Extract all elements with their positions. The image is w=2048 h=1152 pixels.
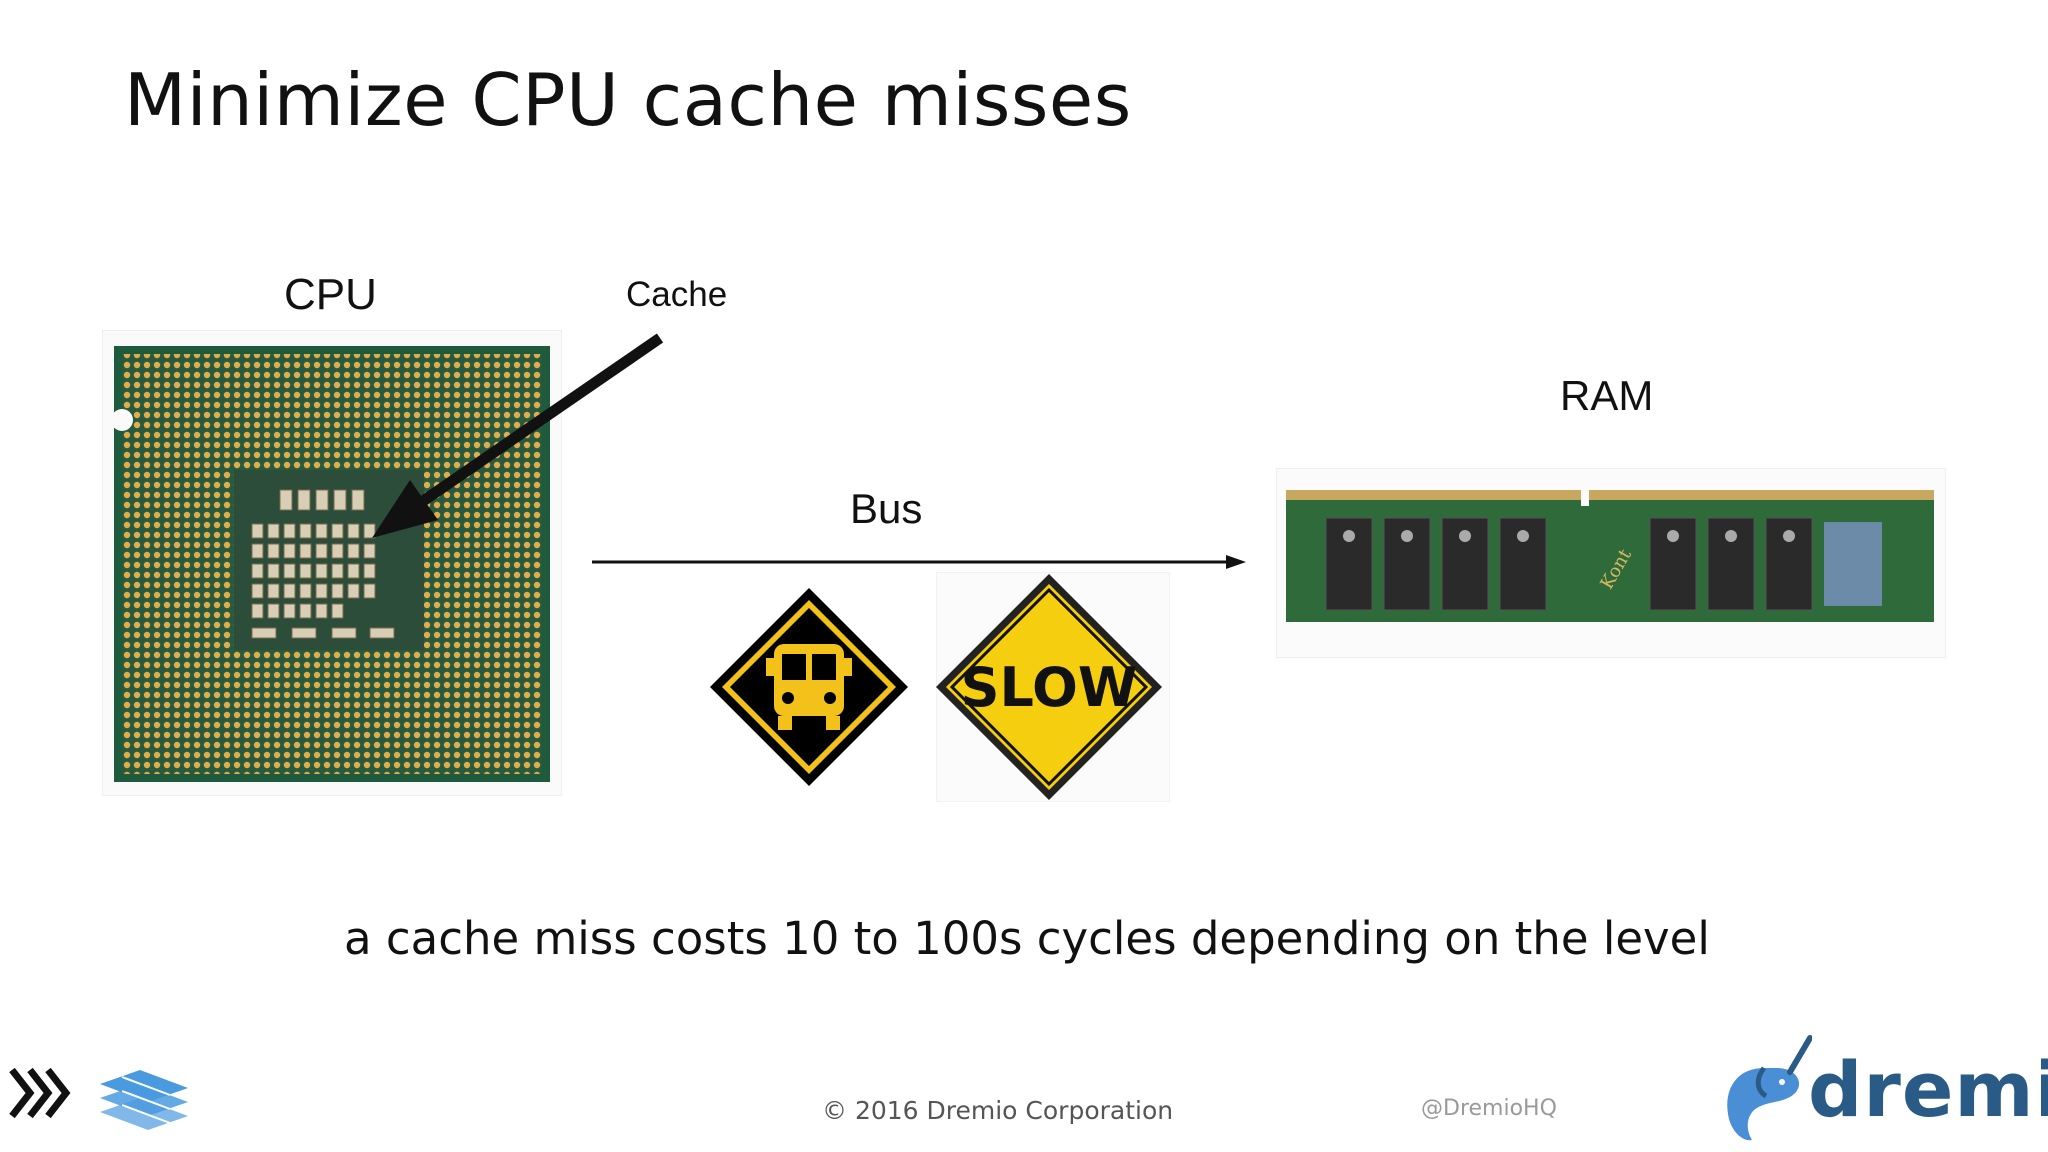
ram-label: RAM bbox=[1560, 372, 1654, 419]
slow-sign-icon: SLOW bbox=[936, 572, 1170, 802]
slide-title: Minimize CPU cache misses bbox=[124, 58, 1132, 142]
bus-label: Bus bbox=[850, 485, 923, 532]
slide-caption: a cache miss costs 10 to 100s cycles dep… bbox=[344, 912, 1710, 965]
slow-sign-text: SLOW bbox=[961, 656, 1138, 719]
stacked-blocks-logo-icon bbox=[100, 1070, 188, 1130]
bus-arrow bbox=[592, 555, 1246, 569]
bus-sign-icon bbox=[710, 588, 908, 786]
chevrons-icon bbox=[9, 1067, 71, 1119]
copyright-text: © 2016 Dremio Corporation bbox=[822, 1096, 1174, 1125]
cpu-label: CPU bbox=[284, 270, 377, 319]
narwhal-logo-icon bbox=[1727, 1035, 1812, 1141]
dremio-brand-text: dremio bbox=[1808, 1045, 2048, 1134]
cache-label: Cache bbox=[626, 275, 728, 314]
cache-arrow bbox=[372, 333, 664, 538]
ram-image: Kont bbox=[1276, 468, 1946, 658]
twitter-handle: @DremioHQ bbox=[1421, 1096, 1557, 1121]
cpu-image bbox=[102, 330, 562, 796]
